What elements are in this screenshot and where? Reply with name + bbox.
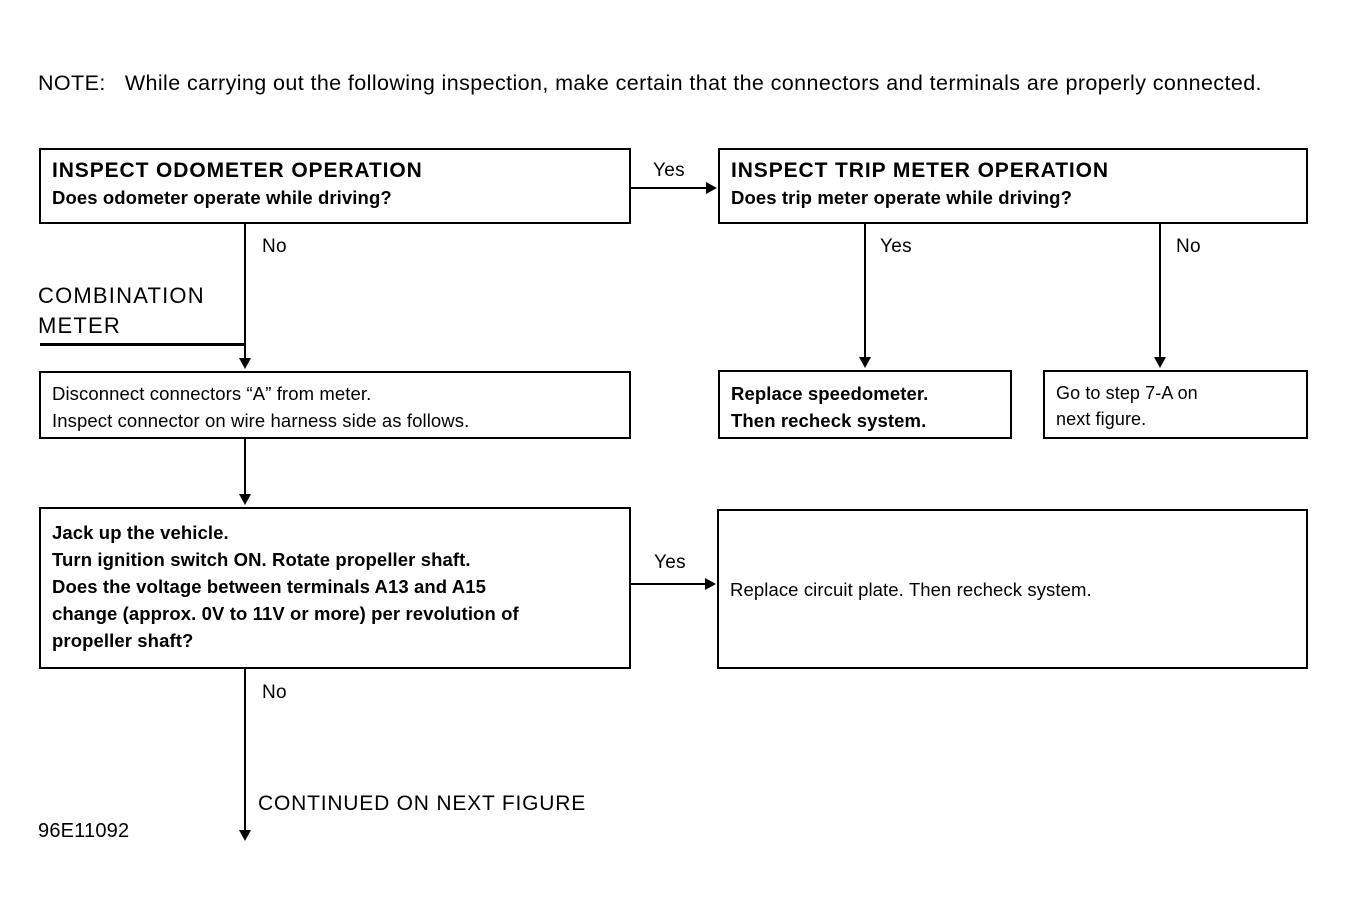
box-replace-circuit-plate-content: Replace circuit plate. Then recheck syst… bbox=[719, 511, 1306, 667]
box-go-to-step-7a-line-1: Go to step 7-A on bbox=[1056, 383, 1198, 403]
box-go-to-step-7a-line-2: next figure. bbox=[1056, 409, 1147, 429]
connector-tripmeter-to-gotostep-line bbox=[1159, 224, 1161, 358]
branch-label-odometer-no: No bbox=[262, 236, 287, 257]
branch-label-odometer-yes: Yes bbox=[653, 160, 685, 181]
box-replace-circuit-plate-line-1: Replace circuit plate. Then recheck syst… bbox=[730, 578, 1092, 600]
connector-jackup-to-continued-line bbox=[244, 669, 246, 833]
box-jack-up-vehicle-line-5: propeller shaft? bbox=[52, 630, 194, 651]
box-inspect-odometer-operation-title: INSPECT ODOMETER OPERATION bbox=[52, 159, 423, 182]
branch-label-jackup-yes: Yes bbox=[654, 552, 686, 573]
connector-jackup-to-circuitplate-line bbox=[631, 583, 707, 585]
continued-on-next-figure-label: CONTINUED ON NEXT FIGURE bbox=[258, 792, 586, 815]
box-inspect-trip-meter-operation: INSPECT TRIP METER OPERATION Does trip m… bbox=[718, 148, 1308, 224]
box-disconnect-connectors-content: Disconnect connectors “A” from meter. In… bbox=[41, 373, 629, 440]
box-replace-speedometer: Replace speedometer. Then recheck system… bbox=[718, 370, 1012, 439]
box-jack-up-vehicle: Jack up the vehicle. Turn ignition switc… bbox=[39, 507, 631, 669]
box-disconnect-connectors-line-2: Inspect connector on wire harness side a… bbox=[52, 410, 470, 431]
box-jack-up-vehicle-line-1: Jack up the vehicle. bbox=[52, 522, 229, 543]
connector-jackup-to-continued-arrowhead-icon bbox=[239, 830, 251, 841]
connector-tripmeter-to-speedometer-line bbox=[864, 224, 866, 358]
box-go-to-step-7a-content: Go to step 7-A on next figure. bbox=[1045, 372, 1306, 440]
box-inspect-odometer-operation: INSPECT ODOMETER OPERATION Does odometer… bbox=[39, 148, 631, 224]
box-jack-up-vehicle-line-4: change (approx. 0V to 11V or more) per r… bbox=[52, 603, 519, 624]
branch-label-jackup-no: No bbox=[262, 682, 287, 703]
connector-disconnect-to-jackup-arrowhead-icon bbox=[239, 494, 251, 505]
box-inspect-odometer-operation-question: Does odometer operate while driving? bbox=[52, 187, 392, 208]
section-label-underline bbox=[40, 343, 246, 346]
connector-odometer-to-disconnect-line bbox=[244, 224, 246, 360]
box-inspect-trip-meter-operation-content: INSPECT TRIP METER OPERATION Does trip m… bbox=[720, 150, 1306, 217]
connector-odometer-to-tripmeter-arrowhead-icon bbox=[706, 182, 717, 194]
figure-code-label: 96E11092 bbox=[38, 820, 130, 842]
branch-label-tripmeter-no: No bbox=[1176, 236, 1201, 257]
box-replace-circuit-plate: Replace circuit plate. Then recheck syst… bbox=[717, 509, 1308, 669]
note-text: NOTE: While carrying out the following i… bbox=[38, 71, 1262, 95]
connector-tripmeter-to-gotostep-arrowhead-icon bbox=[1154, 357, 1166, 368]
box-jack-up-vehicle-line-2: Turn ignition switch ON. Rotate propelle… bbox=[52, 549, 471, 570]
connector-odometer-to-tripmeter-line bbox=[631, 187, 707, 189]
box-inspect-trip-meter-operation-question: Does trip meter operate while driving? bbox=[731, 187, 1072, 208]
box-inspect-trip-meter-operation-title: INSPECT TRIP METER OPERATION bbox=[731, 159, 1109, 182]
box-disconnect-connectors-line-1: Disconnect connectors “A” from meter. bbox=[52, 383, 372, 404]
branch-label-tripmeter-yes: Yes bbox=[880, 236, 912, 257]
box-replace-speedometer-line-1: Replace speedometer. bbox=[731, 383, 929, 404]
connector-tripmeter-to-speedometer-arrowhead-icon bbox=[859, 357, 871, 368]
box-go-to-step-7a: Go to step 7-A on next figure. bbox=[1043, 370, 1308, 439]
connector-odometer-to-disconnect-arrowhead-icon bbox=[239, 358, 251, 369]
box-replace-speedometer-content: Replace speedometer. Then recheck system… bbox=[720, 372, 1010, 442]
box-disconnect-connectors: Disconnect connectors “A” from meter. In… bbox=[39, 371, 631, 439]
box-jack-up-vehicle-line-3: Does the voltage between terminals A13 a… bbox=[52, 576, 487, 597]
box-inspect-odometer-operation-content: INSPECT ODOMETER OPERATION Does odometer… bbox=[41, 150, 629, 217]
box-jack-up-vehicle-content: Jack up the vehicle. Turn ignition switc… bbox=[41, 509, 629, 664]
connector-disconnect-to-jackup-line bbox=[244, 439, 246, 495]
connector-jackup-to-circuitplate-arrowhead-icon bbox=[705, 578, 716, 590]
section-label-combination-meter: COMBINATION METER bbox=[38, 283, 205, 338]
box-replace-speedometer-line-2: Then recheck system. bbox=[731, 410, 927, 431]
